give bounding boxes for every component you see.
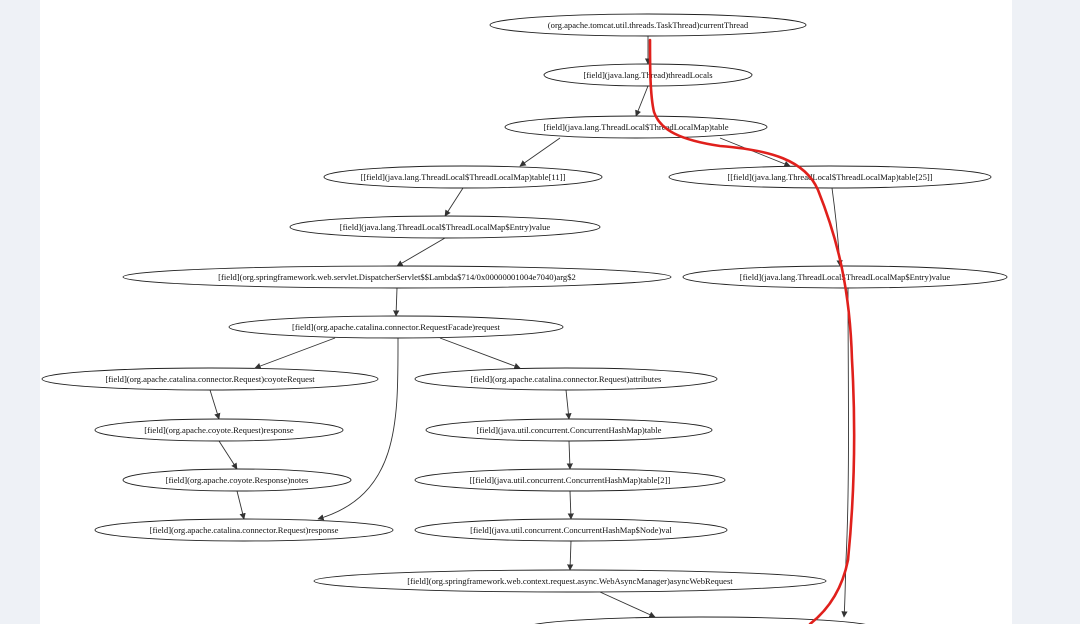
graph-node-n10: [field](org.apache.catalina.connector.Re… [41,367,379,391]
graph-node-n14: [field](org.apache.coyote.Response)notes [122,468,352,492]
node-label: [field](java.util.concurrent.ConcurrentH… [477,425,662,435]
node-label: [field](org.springframework.web.context.… [407,576,733,586]
graph-node-n19 [534,616,866,624]
graph-node-n2: [field](java.lang.Thread)threadLocals [543,63,753,87]
edge-n18-n19 [599,591,656,618]
graph-node-n11: [field](org.apache.catalina.connector.Re… [414,367,718,391]
node-label: [field](java.lang.Thread)threadLocals [583,70,713,80]
node-label: [[field](java.lang.ThreadLocal$ThreadLoc… [361,172,566,182]
edge-n8-n9 [393,287,400,317]
graph-node-n8: [field](org.springframework.web.servlet.… [122,265,672,289]
node-label: [field](java.util.concurrent.ConcurrentH… [470,525,672,535]
edge-n7-n19 [841,287,849,618]
edge-n17-n18 [567,540,574,571]
graph-node-n9: [field](org.apache.catalina.connector.Re… [228,315,564,339]
node-ellipse [414,468,726,492]
graph-node-n17: [field](java.util.concurrent.ConcurrentH… [414,518,728,542]
edge-n2-n3 [635,85,649,117]
node-label: [field](java.lang.ThreadLocal$ThreadLoca… [340,222,551,232]
edge-n10-n12 [209,389,221,420]
node-ellipse [289,215,601,239]
node-ellipse [323,165,603,189]
node-ellipse [414,367,718,391]
edge-n9-n11 [439,337,521,369]
edge-n3-n4 [519,137,561,167]
node-label: [[field](java.lang.ThreadLocal$ThreadLoc… [727,172,932,182]
node-ellipse [313,569,827,593]
graph-node-n5: [[field](java.lang.ThreadLocal$ThreadLoc… [668,165,992,189]
edge-n3-n5 [719,137,791,167]
node-ellipse [94,418,344,442]
graph-node-n6: [field](java.lang.ThreadLocal$ThreadLoca… [289,215,601,239]
graph-node-n15: [[field](java.util.concurrent.Concurrent… [414,468,726,492]
node-ellipse [489,13,807,37]
edge-n4-n6 [444,187,464,217]
edge-n9-n16 [317,337,399,521]
edges-layer [209,36,849,618]
edge-n9-n10 [254,337,336,369]
node-ellipse [94,518,394,542]
graph-node-n1: (org.apache.tomcat.util.threads.TaskThre… [489,13,807,37]
node-label: [field](org.apache.catalina.connector.Re… [292,322,501,332]
node-label: [field](org.apache.coyote.Request)respon… [144,425,294,435]
node-label: [field](java.lang.ThreadLocal$ThreadLoca… [543,122,728,132]
node-ellipse [122,265,672,289]
graph-node-n13: [field](java.util.concurrent.ConcurrentH… [425,418,713,442]
node-ellipse [534,616,866,624]
highlight-path [648,38,856,624]
node-label: [field](org.springframework.web.servlet.… [218,272,576,282]
edge-n14-n16 [236,490,246,520]
node-label: [field](org.apache.coyote.Response)notes [166,475,309,485]
node-label: [[field](java.util.concurrent.Concurrent… [470,475,671,485]
nodes-layer: (org.apache.tomcat.util.threads.TaskThre… [41,13,1008,624]
node-ellipse [543,63,753,87]
node-label: [field](java.lang.ThreadLocal$ThreadLoca… [740,272,951,282]
node-ellipse [414,518,728,542]
edge-n6-n8 [396,237,446,267]
graph-node-n4: [[field](java.lang.ThreadLocal$ThreadLoc… [323,165,603,189]
node-ellipse [41,367,379,391]
edge-n12-n14 [218,440,238,470]
node-ellipse [668,165,992,189]
node-ellipse [228,315,564,339]
node-label: [field](org.apache.catalina.connector.Re… [471,374,662,384]
graph-node-n3: [field](java.lang.ThreadLocal$ThreadLoca… [504,115,768,139]
node-ellipse [122,468,352,492]
node-label: (org.apache.tomcat.util.threads.TaskThre… [548,20,749,30]
edge-n15-n17 [567,490,574,520]
graph-node-n18: [field](org.springframework.web.context.… [313,569,827,593]
node-ellipse [425,418,713,442]
graph-node-n16: [field](org.apache.catalina.connector.Re… [94,518,394,542]
node-ellipse [504,115,768,139]
graph-node-n12: [field](org.apache.coyote.Request)respon… [94,418,344,442]
edge-n11-n13 [565,389,572,420]
node-label: [field](org.apache.catalina.connector.Re… [150,525,339,535]
edge-n13-n15 [566,440,573,470]
node-label: [field](org.apache.catalina.connector.Re… [105,374,315,384]
